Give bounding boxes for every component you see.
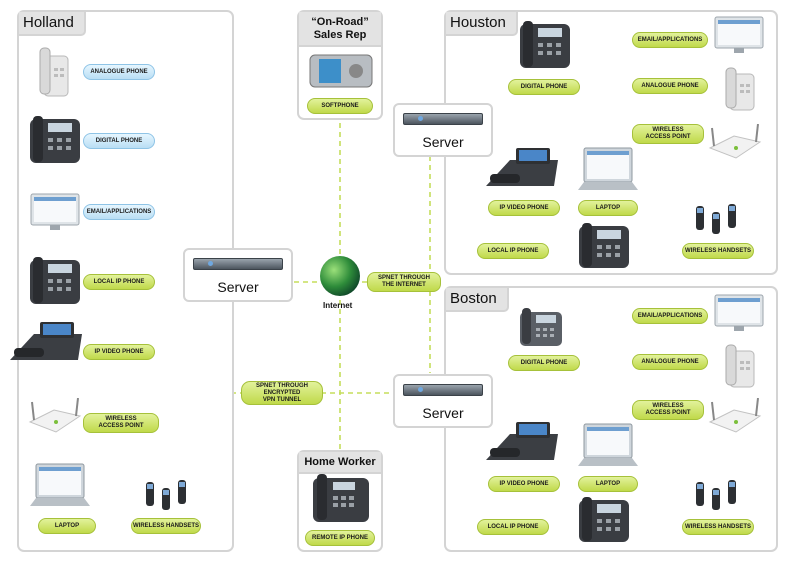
houston-local-ip-phone-label: LOCAL IP PHONE [477,243,549,259]
wireless-handsets-icon [146,480,186,510]
wireless-access-point-icon [708,124,762,159]
ip-video-phone-icon [486,148,558,186]
wireless-access-point-icon [28,398,82,433]
boston-wireless-access-point-label: WIRELESS ACCESS POINT [632,400,704,420]
pda-phone-icon [309,54,373,88]
home-worker-panel: Home Worker REMOTE IP PHONE [297,450,383,552]
home-worker-title: Home Worker [299,452,381,474]
houston-server-label: Server [422,134,464,150]
computer-monitor-icon [30,193,80,230]
analogue-phone-icon [39,47,69,97]
spnet-internet-label: SPNET THROUGH THE INTERNET [367,272,441,292]
houston-title: Houston [446,12,518,36]
softphone-label: SOFTPHONE [307,98,373,114]
houston-server: Server [393,103,493,157]
local-ip-phone-icon [579,497,629,542]
boston-title: Boston [446,288,509,312]
wireless-handsets-icon [696,204,736,234]
holland-digital-phone-label: DIGITAL PHONE [83,133,155,149]
analogue-phone-icon [725,67,755,111]
houston-wireless-handsets-label: WIRELESS HANDSETS [682,243,754,259]
holland-server-label: Server [217,279,259,295]
on-road-sales-rep-title: “On-Road” Sales Rep [299,12,381,47]
boston-wireless-handsets-label: WIRELESS HANDSETS [682,519,754,535]
boston-server-label: Server [422,405,464,421]
wireless-handsets-icon [696,480,736,510]
boston-digital-phone-label: DIGITAL PHONE [508,355,580,371]
houston-wireless-access-point-label: WIRELESS ACCESS POINT [632,124,704,144]
holland-wireless-handsets-label: WIRELESS HANDSETS [131,518,201,534]
laptop-icon [578,423,638,466]
digital-phone-icon [520,21,570,68]
boston-local-ip-phone-label: LOCAL IP PHONE [477,519,549,535]
digital-phone-icon [30,116,80,163]
holland-ip-video-phone-label: IP VIDEO PHONE [83,344,155,360]
houston-laptop-label: LAPTOP [578,200,638,216]
computer-monitor-icon [714,16,764,53]
houston-email-applications-label: EMAIL/APPLICATIONS [632,32,708,48]
houston-analogue-phone-label: ANALOGUE PHONE [632,78,708,94]
digital-phone-icon [520,308,562,346]
holland-wireless-access-point-label: WIRELESS ACCESS POINT [83,413,159,433]
boston-server: Server [393,374,493,428]
boston-laptop-label: LAPTOP [578,476,638,492]
local-ip-phone-icon [30,257,80,304]
wireless-access-point-icon [708,398,762,433]
holland-analogue-phone-label: ANALOGUE PHONE [83,64,155,80]
remote-ip-phone-icon [313,474,369,522]
local-ip-phone-icon [579,223,629,268]
holland-local-ip-phone-label: LOCAL IP PHONE [83,274,155,290]
spnet-vpn-label: SPNET THROUGH ENCRYPTED VPN TUNNEL [241,381,323,405]
on-road-sales-rep-panel: “On-Road” Sales Rep SOFTPHONE [297,10,383,120]
holland-laptop-label: LAPTOP [38,518,96,534]
houston-digital-phone-label: DIGITAL PHONE [508,79,580,95]
boston-ip-video-phone-label: IP VIDEO PHONE [488,476,560,492]
houston-ip-video-phone-label: IP VIDEO PHONE [488,200,560,216]
holland-email-applications-label: EMAIL/APPLICATIONS [83,204,155,220]
remote-ip-phone-label: REMOTE IP PHONE [305,530,375,546]
internet-globe-icon [320,256,360,296]
internet-label: Internet [323,301,353,310]
holland-title: Holland [19,12,86,36]
holland-server: Server [183,248,293,302]
boston-email-applications-label: EMAIL/APPLICATIONS [632,308,708,324]
laptop-icon [578,147,638,190]
boston-analogue-phone-label: ANALOGUE PHONE [632,354,708,370]
analogue-phone-icon [725,344,755,388]
laptop-icon [30,463,90,506]
ip-video-phone-icon [486,422,558,460]
computer-monitor-icon [714,294,764,331]
ip-video-phone-icon [10,322,82,360]
